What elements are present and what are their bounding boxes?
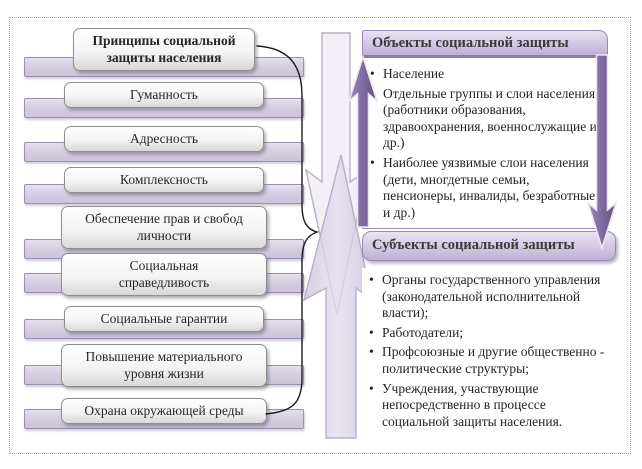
list-item: • Население [370, 66, 445, 81]
principle-row: Принципы социальной защиты населения [24, 28, 304, 78]
principle-row: Гуманность [24, 82, 304, 122]
principle-box: Повышение материального уровня жизни [61, 344, 267, 387]
principle-box: Комплексность [64, 167, 264, 193]
subjects-list: • Органы государственного управления (за… [369, 272, 614, 430]
bullet-icon: • [370, 66, 375, 81]
list-item: • Органы государственного управления (за… [369, 272, 601, 321]
objects-list: • Население • Отдельные группы и слои на… [370, 66, 597, 221]
principle-row: Социальная справедливость [24, 253, 304, 309]
principle-box: Обеспечение прав и свобод личности [61, 206, 267, 249]
principle-box: Социальные гарантии [64, 306, 264, 332]
diagram-border [9, 17, 631, 454]
bullet-icon: • [370, 85, 375, 101]
bullet-icon: • [369, 344, 374, 360]
principle-row: Социальные гарантии [24, 306, 304, 346]
list-item: • Учреждения, участвующие непосредственн… [369, 380, 563, 429]
bullet-icon: • [369, 272, 374, 287]
principle-row: Повышение материального уровня жизни [24, 344, 304, 400]
bullet-icon: • [369, 324, 374, 340]
objects-panel-header: Объекты социальной защиты [362, 30, 608, 58]
list-item: • Отдельные группы и слои населения (раб… [370, 85, 597, 151]
bullet-icon: • [370, 154, 375, 170]
principle-box: Охрана окружающей среды [61, 398, 267, 424]
list-item: • Профсоюзные и другие общественно - пол… [369, 344, 605, 376]
principle-row: Комплексность [24, 167, 304, 207]
principles-title-box: Принципы социальной защиты населения [73, 28, 255, 71]
list-item: • Наиболее уязвимые слои населения (дети… [370, 154, 596, 220]
list-item: • Работодатели; [369, 324, 464, 340]
principle-row: Адресность [24, 126, 304, 166]
subjects-panel: Субъекты социальной защиты • Органы госу… [362, 231, 616, 445]
subjects-panel-body: • Органы государственного управления (за… [362, 268, 616, 445]
objects-panel-body: • Население • Отдельные группы и слои на… [362, 61, 602, 229]
principle-row: Охрана окружающей среды [24, 398, 304, 438]
principle-box: Адресность [64, 126, 264, 152]
objects-panel: Объекты социальной защиты • Население • … [362, 30, 608, 229]
principle-box: Социальная справедливость [61, 253, 267, 296]
bullet-icon: • [369, 380, 374, 396]
principle-box: Гуманность [64, 82, 264, 108]
subjects-panel-header: Субъекты социальной защиты [362, 231, 616, 261]
